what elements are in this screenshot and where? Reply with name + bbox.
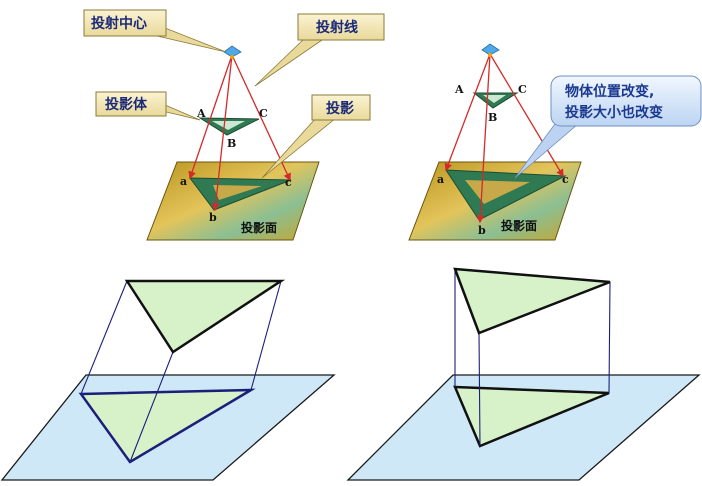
panel-position-change: A B C a b c 投影面 物体位置改变, 投影大小也改变: [408, 43, 702, 241]
point-C-label: C: [259, 107, 268, 120]
object-triangle-4: [453, 267, 611, 335]
callout-center: 投射中心: [83, 9, 227, 53]
point-B-label-2: B: [488, 111, 497, 124]
point-B-label: B: [227, 137, 236, 150]
projected-triangle-3: [78, 388, 256, 464]
point-A-label-2: A: [454, 83, 464, 96]
callout-object-text: 投影体: [105, 96, 148, 113]
projection-lines-4: [454, 269, 611, 447]
point-a-label: a: [180, 175, 187, 188]
object-triangle-3: [124, 279, 286, 354]
panel-central-projection: A B C a b c 投影面 投射中心 投射线 投影体 投影: [83, 9, 385, 241]
point-A-label: A: [196, 107, 206, 120]
projection-rays-2: [444, 53, 564, 224]
callout-center-text: 投射中心: [91, 15, 147, 32]
point-b-label: b: [209, 211, 217, 224]
point-a-label-2: a: [437, 173, 444, 186]
callout-note: 物体位置改变, 投影大小也改变: [514, 75, 702, 179]
object-triangle-2-hole: [483, 95, 506, 103]
projection-center-icon: [223, 45, 242, 58]
panel-oblique-projection: [0, 279, 336, 481]
callout-projection-text: 投影: [326, 101, 354, 117]
panel-orthographic-projection: [346, 267, 701, 481]
projected-triangle-hole: [213, 185, 262, 200]
point-c-label-2: c: [562, 173, 569, 186]
projection-lines-3: [80, 280, 282, 463]
point-C-label-2: C: [518, 83, 527, 96]
projection-center-icon-2: [481, 43, 500, 56]
projected-triangle-4: [453, 385, 610, 448]
object-triangle-hole: [212, 121, 245, 130]
point-c-label: c: [285, 176, 292, 189]
plane-label: 投影面: [241, 220, 277, 235]
callout-note-line2: 投影大小也改变: [565, 104, 663, 121]
callout-ray: 投射线: [254, 13, 385, 87]
callout-object: 投影体: [95, 91, 201, 121]
point-b-label-2: b: [478, 224, 486, 237]
callout-note-line1: 物体位置改变,: [565, 83, 654, 100]
callout-ray-text: 投射线: [316, 19, 358, 36]
plane-label-2: 投影面: [501, 218, 537, 233]
callout-projection: 投影: [261, 94, 371, 179]
